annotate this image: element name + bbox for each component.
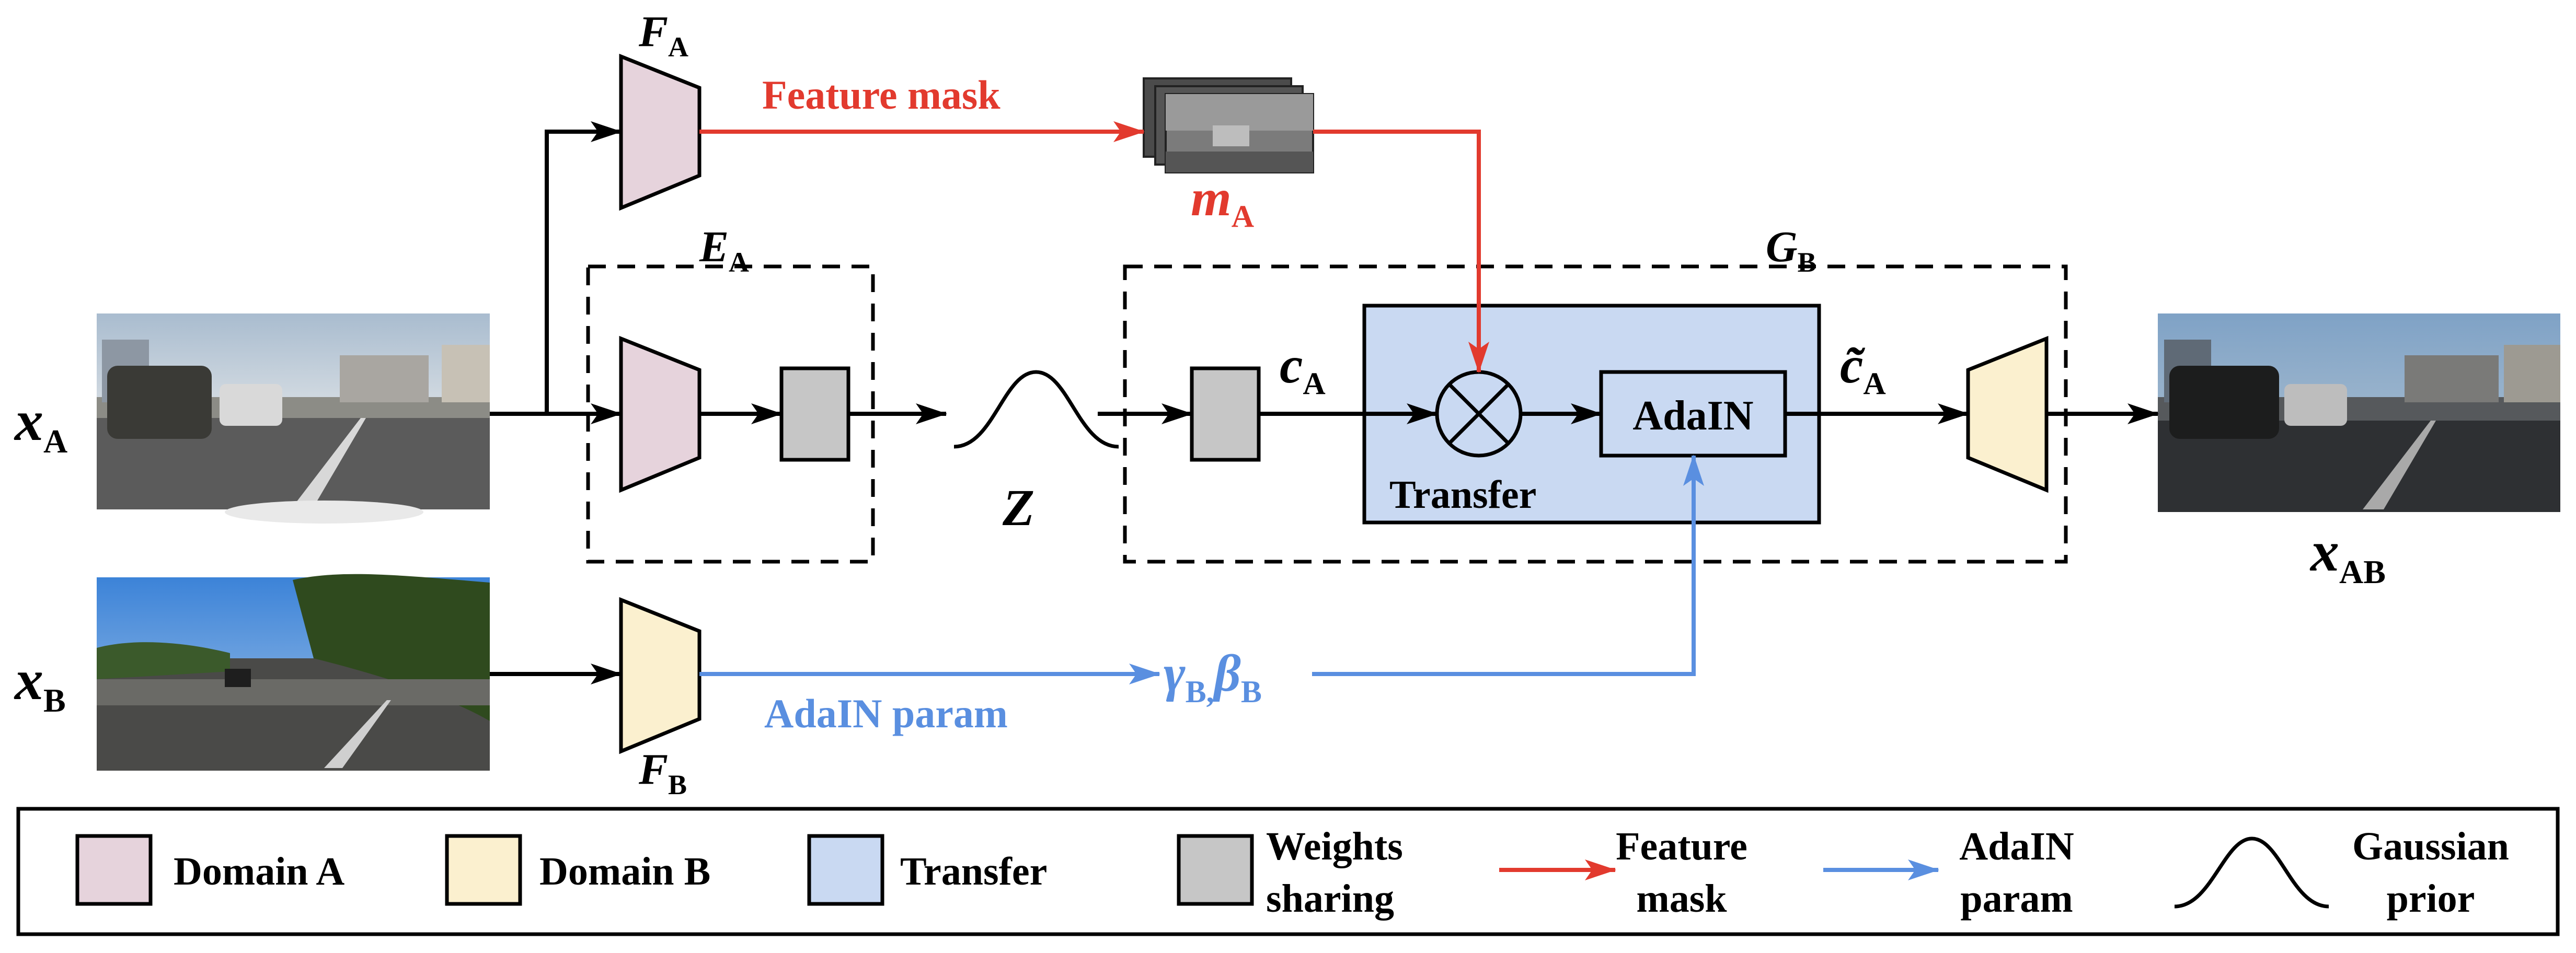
legend-swatch-weights bbox=[1177, 834, 1254, 906]
legend-label-weights-2: sharing bbox=[1266, 877, 1394, 921]
legend-label-gaussian-2: prior bbox=[2387, 877, 2475, 921]
legend-swatch-transfer bbox=[807, 834, 884, 906]
label-ca: cA bbox=[1280, 336, 1326, 401]
fa-encoder bbox=[619, 53, 702, 211]
label-gb: GB bbox=[1766, 223, 1816, 278]
legend-frame bbox=[16, 807, 2560, 936]
label-gamma-beta: γB,βB bbox=[1164, 644, 1262, 709]
adain-box-label: AdaIN bbox=[1632, 393, 1753, 439]
image-xab bbox=[2158, 313, 2560, 512]
legend-label-weights-1: Weights bbox=[1266, 824, 1403, 868]
label-fa: FA bbox=[638, 7, 688, 63]
legend-label-transfer: Transfer bbox=[900, 850, 1047, 893]
ea-encoder bbox=[619, 335, 702, 493]
legend-label-domain-a: Domain A bbox=[174, 850, 344, 893]
feature-mask-image bbox=[1143, 77, 1314, 173]
legend-label-feature-mask-2: mask bbox=[1636, 877, 1727, 921]
legend-label-feature-mask-1: Feature bbox=[1616, 824, 1747, 868]
adain-param-to-adain-arrow bbox=[1312, 455, 1704, 676]
fb-encoder bbox=[619, 597, 702, 754]
label-xb: xB bbox=[14, 648, 66, 719]
label-feature-mask: Feature mask bbox=[762, 72, 1000, 118]
legend-swatch-domain-b bbox=[445, 834, 522, 906]
legend-gaussian-curve bbox=[2174, 836, 2329, 909]
label-adain-param: AdaIN param bbox=[764, 691, 1008, 736]
gaussian-prior-curve bbox=[953, 370, 1119, 449]
legend-swatch-domain-a bbox=[75, 834, 153, 906]
image-xa bbox=[97, 313, 490, 524]
legend: Domain A Domain B Transfer Weights shari… bbox=[16, 807, 2560, 936]
legend-label-adain-2: param bbox=[1960, 877, 2073, 921]
legend-label-gaussian-1: Gaussian bbox=[2352, 824, 2509, 868]
label-fb: FB bbox=[638, 745, 687, 800]
image-xb bbox=[97, 574, 490, 771]
weights-sharing-block-gb bbox=[1190, 366, 1261, 462]
label-ma: mA bbox=[1191, 169, 1254, 234]
label-ea: EA bbox=[699, 223, 749, 278]
label-z: Z bbox=[1002, 479, 1034, 537]
legend-label-domain-b: Domain B bbox=[539, 850, 710, 893]
label-xab: xAB bbox=[2309, 519, 2386, 590]
multiply-node bbox=[1435, 370, 1523, 458]
arrow-xa-to-fa bbox=[545, 121, 622, 414]
transfer-box-label: Transfer bbox=[1389, 473, 1536, 517]
label-xa: xA bbox=[14, 389, 67, 460]
feature-mask-to-multiply-arrow bbox=[1313, 130, 1489, 373]
label-ca-tilde: c̃A bbox=[1840, 336, 1886, 401]
weights-sharing-block-ea bbox=[779, 366, 850, 462]
decoder bbox=[1966, 335, 2049, 493]
legend-label-adain-1: AdaIN bbox=[1959, 824, 2074, 868]
